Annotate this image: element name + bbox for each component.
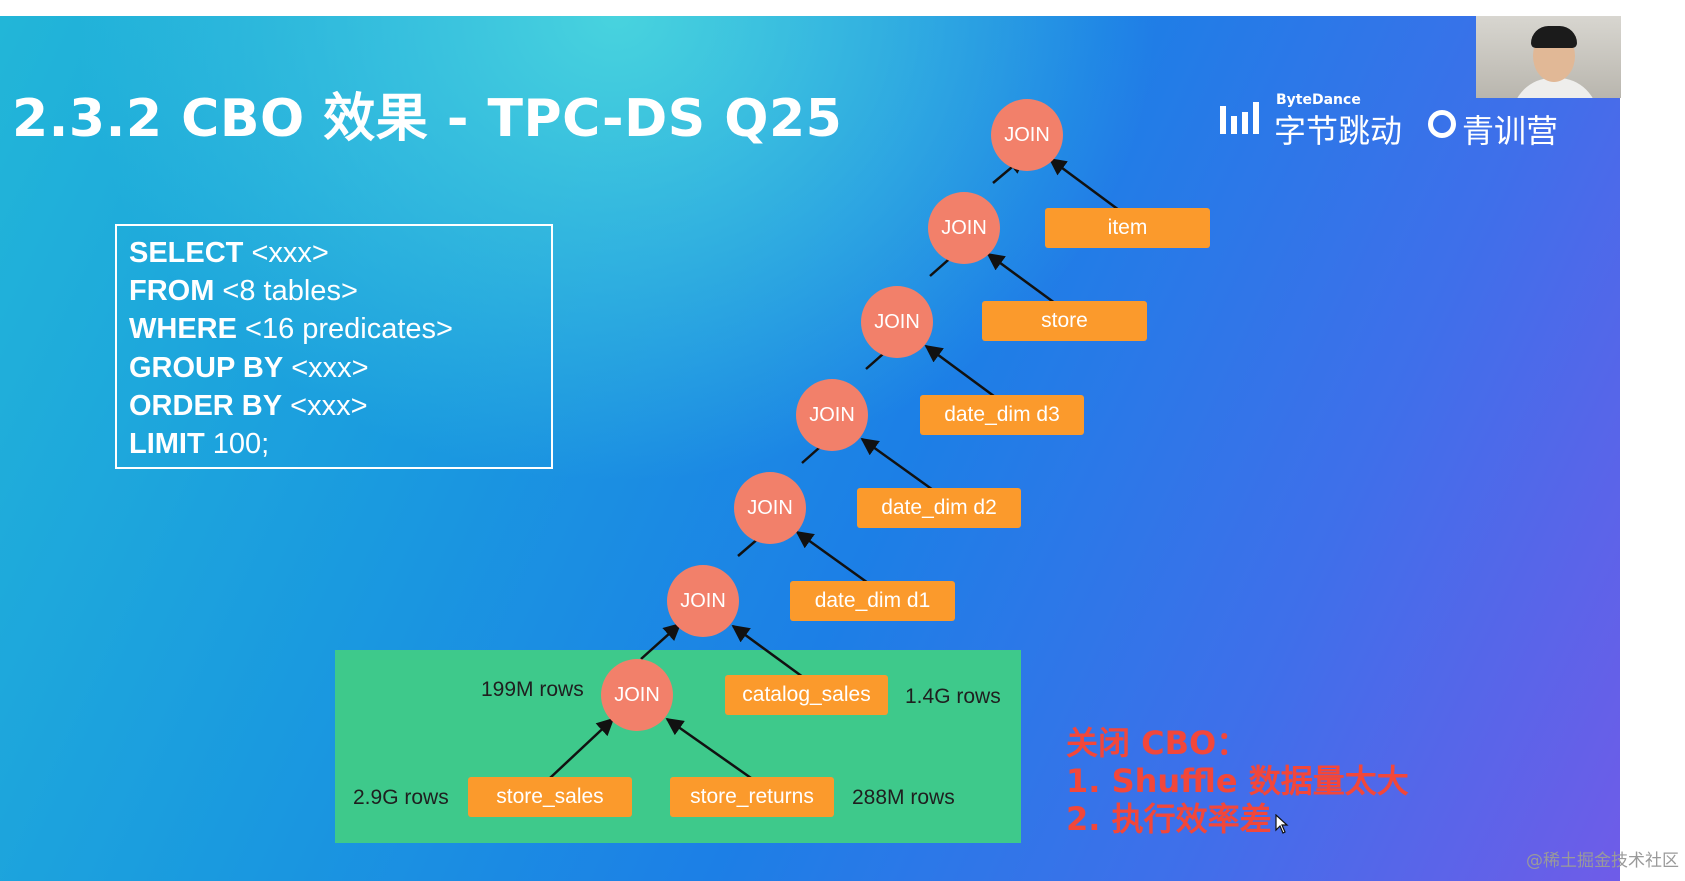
bytedance-logo-icon <box>1220 102 1259 134</box>
join-node-1: JOIN <box>601 659 673 731</box>
edge-storereturns-join1 <box>665 717 752 780</box>
watermark: @稀土掘金技术社区 <box>1526 851 1679 871</box>
cbo-note-line1: 1. Shuffle 数据量太大 <box>1066 762 1409 800</box>
logo-area: ByteDance 字节跳动 青训营 <box>1218 86 1578 150</box>
edge-join2-join1 <box>640 622 682 660</box>
table-date-dim-d1: date_dim d1 <box>790 581 955 621</box>
sql-line-from: FROM <8 tables> <box>129 275 358 308</box>
bytedance-cn-wordmark: 字节跳动 <box>1274 112 1403 150</box>
cbo-off-note: 关闭 CBO： 1. Shuffle 数据量太大 2. 执行效率差 <box>1066 724 1409 838</box>
sql-line-limit: LIMIT 100; <box>129 428 270 461</box>
sql-line-order-by: ORDER BY <xxx> <box>129 389 368 422</box>
sql-line-where: WHERE <16 predicates> <box>129 313 453 346</box>
webcam-overlay <box>1476 16 1621 98</box>
table-store-sales: store_sales <box>468 777 632 817</box>
qingxunying-logo-icon <box>1428 110 1456 138</box>
join-node-2: JOIN <box>667 565 739 637</box>
table-date-dim-d2: date_dim d2 <box>857 488 1021 528</box>
webcam-person-hair <box>1531 26 1577 48</box>
table-store-returns: store_returns <box>670 777 834 817</box>
bytedance-wordmark: ByteDance <box>1276 92 1361 108</box>
qingxunying-wordmark: 青训营 <box>1462 112 1559 150</box>
cbo-note-heading: 关闭 CBO： <box>1066 724 1249 762</box>
table-store: store <box>982 301 1147 341</box>
join-node-7: JOIN <box>991 99 1063 171</box>
cbo-note-line2: 2. 执行效率差 <box>1066 800 1272 838</box>
webcam-person-body <box>1512 78 1598 98</box>
edge-item-join7 <box>1048 157 1128 218</box>
edge-catalog-join2 <box>731 624 808 682</box>
rows-catalog-sales: 1.4G rows <box>905 685 1001 708</box>
sql-box: SELECT <xxx> FROM <8 tables> WHERE <16 p… <box>115 224 553 469</box>
table-date-dim-d3: date_dim d3 <box>920 395 1084 435</box>
slide: 2.3.2 CBO 效果 - TPC-DS Q25 ByteDance 字节跳动… <box>0 16 1620 881</box>
table-item: item <box>1045 208 1210 248</box>
join-node-4: JOIN <box>796 379 868 451</box>
edge-d2-join4 <box>860 437 941 497</box>
edge-d1-join3 <box>795 530 876 590</box>
edge-storesales-join1 <box>549 717 615 779</box>
rows-join-bottom: 199M rows <box>481 678 584 701</box>
slide-title: 2.3.2 CBO 效果 - TPC-DS Q25 <box>12 89 843 149</box>
edge-d3-join5 <box>924 344 1003 404</box>
rows-store-sales: 2.9G rows <box>353 786 449 809</box>
sql-line-group-by: GROUP BY <xxx> <box>129 351 369 384</box>
mouse-cursor-icon <box>1275 814 1289 834</box>
sql-line-select: SELECT <xxx> <box>129 237 329 269</box>
table-catalog-sales: catalog_sales <box>725 675 888 715</box>
edge-store-join6 <box>986 252 1064 311</box>
join-node-5: JOIN <box>861 286 933 358</box>
join-node-6: JOIN <box>928 192 1000 264</box>
join-node-3: JOIN <box>734 472 806 544</box>
rows-store-returns: 288M rows <box>852 786 955 809</box>
